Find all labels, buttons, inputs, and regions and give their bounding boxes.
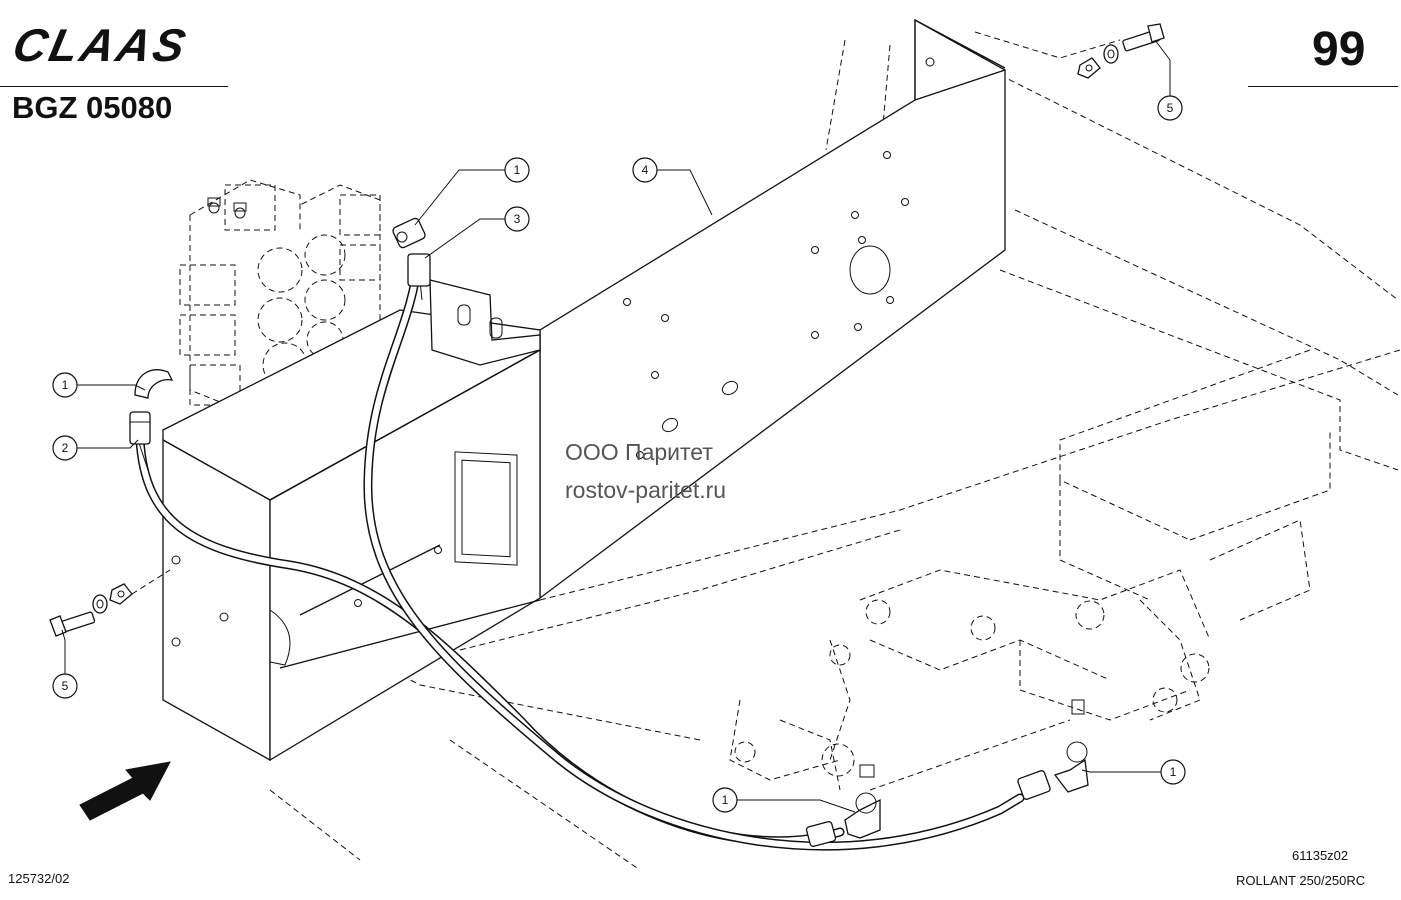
hydraulic-hoses <box>135 255 1025 851</box>
page-number: 99 <box>1312 23 1366 76</box>
svg-text:5: 5 <box>1167 101 1174 115</box>
callout-1-top: 1 <box>504 157 530 183</box>
watermark-company: ООО Паритет <box>565 439 713 465</box>
callout-5-top: 5 <box>1157 95 1183 121</box>
drawing-number: 61135z02 <box>1292 848 1349 863</box>
watermark-url: rostov-paritet.ru <box>565 477 727 503</box>
svg-text:5: 5 <box>62 679 69 693</box>
callout-1-right: 1 <box>1160 759 1186 785</box>
mounting-plate-part-4 <box>489 18 1006 600</box>
dashed-frame-outline <box>179 31 1401 871</box>
callout-1-left: 1 <box>52 372 78 398</box>
svg-text:1: 1 <box>1170 765 1177 779</box>
bolt-washer-nut-sets <box>49 23 1165 637</box>
hose-bracket <box>429 279 541 366</box>
svg-text:2: 2 <box>62 441 69 455</box>
document-reference: 125732/02 <box>8 871 70 886</box>
svg-text:4: 4 <box>642 163 649 177</box>
svg-text:3: 3 <box>514 212 521 226</box>
svg-text:1: 1 <box>722 793 729 807</box>
callout-5-left: 5 <box>52 673 78 699</box>
dashed-valve-block <box>179 179 381 411</box>
document-code: BGZ 05080 <box>12 90 173 125</box>
bracket-housing <box>162 309 541 762</box>
callout-4: 4 <box>632 157 658 183</box>
header-rule-right <box>1248 86 1398 87</box>
callout-1-bottom: 1 <box>712 787 738 813</box>
svg-text:1: 1 <box>514 163 521 177</box>
direction-arrow <box>79 761 171 821</box>
callout-2: 2 <box>52 435 78 461</box>
hose-fittings <box>129 217 1089 847</box>
callout-3: 3 <box>504 206 530 232</box>
svg-text:1: 1 <box>62 378 69 392</box>
model-name: ROLLANT 250/250RC <box>1236 873 1366 888</box>
header-rule-left <box>0 86 228 87</box>
